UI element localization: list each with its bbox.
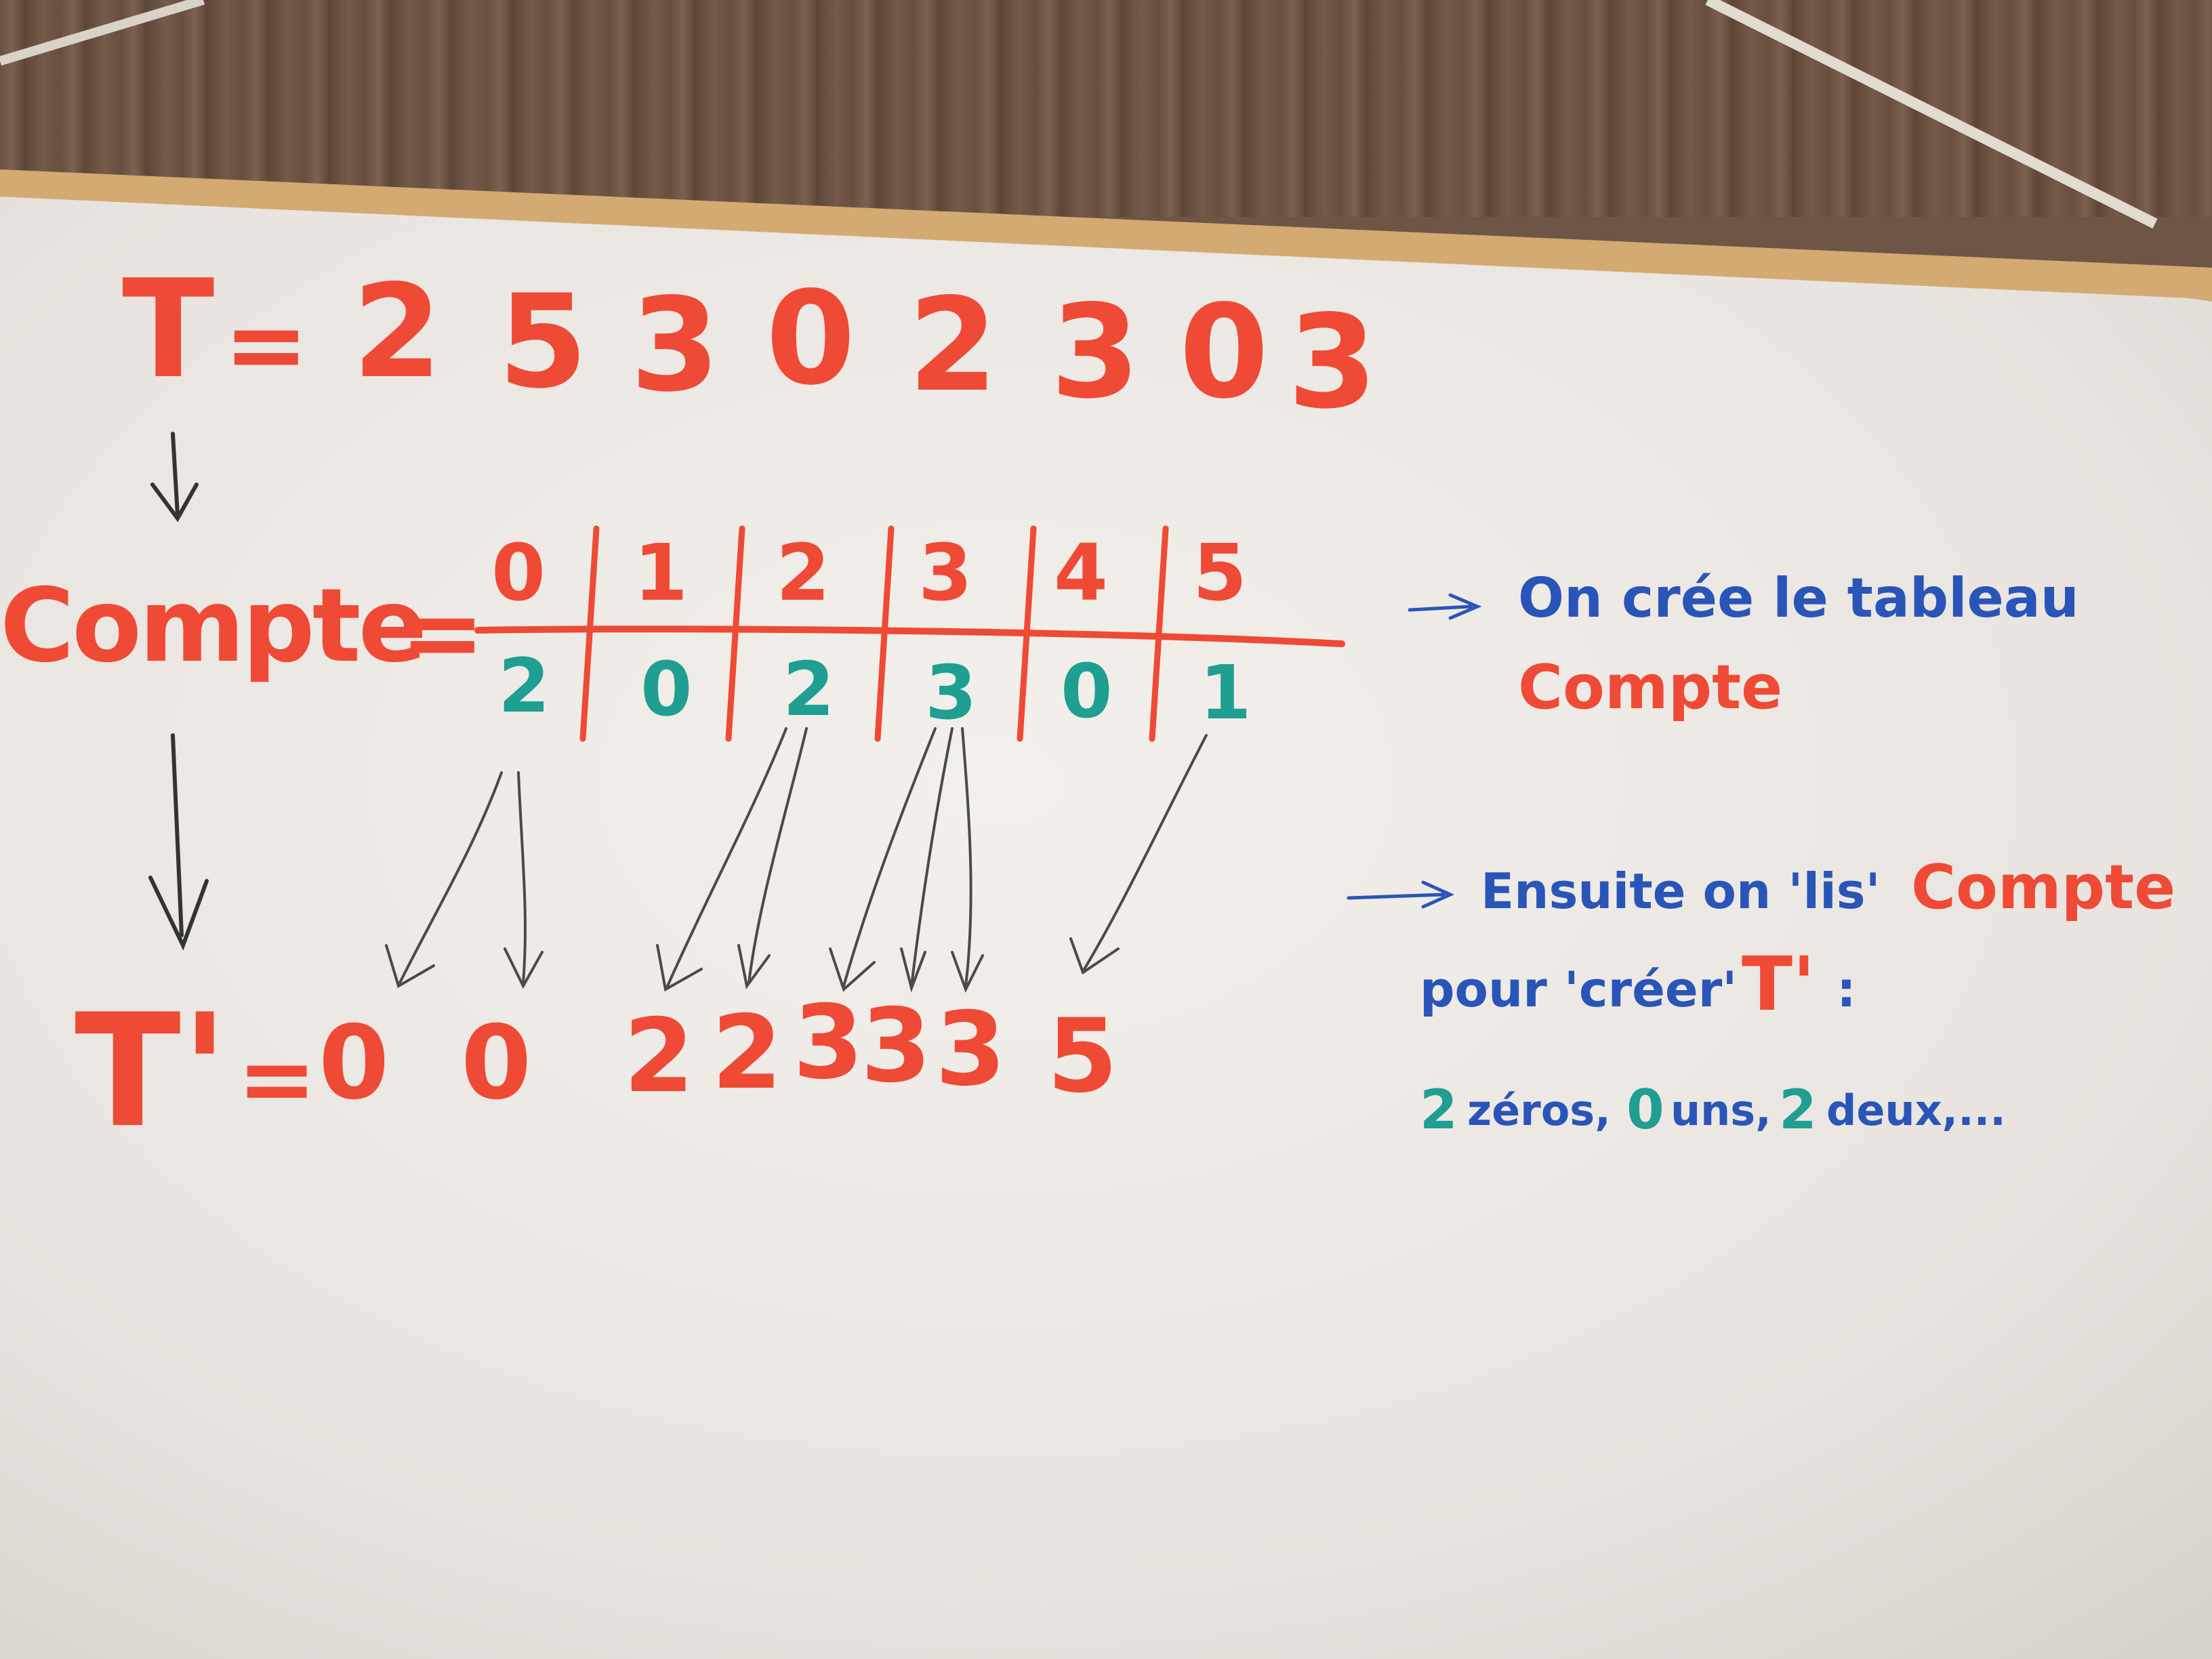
note-2-item-1-word: zéros,	[1467, 1086, 1611, 1135]
count-table-equals: =	[400, 574, 485, 692]
note-2-item-2-word: uns,	[1671, 1086, 1771, 1135]
table-index: 3	[918, 528, 972, 619]
output-digit: 0	[461, 1004, 531, 1122]
output-digit: 2	[623, 998, 694, 1115]
note-1: On crée le tableau Compte	[1408, 567, 2079, 723]
output-array-equals: =	[237, 1024, 316, 1134]
note-1-highlight: Compte	[1518, 652, 1782, 723]
note-2-line2-highlight: T'	[1742, 941, 1816, 1027]
note-2-item-3-word: deux,...	[1826, 1086, 2006, 1135]
table-divider	[874, 525, 895, 742]
note-2-item-2-count: 0	[1626, 1078, 1664, 1141]
output-digit: 3	[793, 984, 863, 1102]
note-2-arrow	[1347, 880, 1455, 909]
note-2-line2: pour 'créer'	[1420, 961, 1737, 1018]
hanging-rope-left	[0, 0, 205, 66]
table-count: 2	[783, 646, 835, 733]
note-2-line2-suffix: :	[1837, 961, 1856, 1018]
table-divider	[1149, 525, 1169, 742]
table-index: 2	[776, 528, 830, 619]
input-digit: 3	[1288, 287, 1377, 437]
table-divider	[579, 525, 600, 742]
output-digit: 2	[712, 994, 782, 1112]
note-2-item-3-count: 2	[1779, 1078, 1817, 1141]
note-2-line1: Ensuite on 'lis'	[1481, 863, 1881, 920]
down-arrow-2	[148, 733, 209, 951]
input-digit: 0	[766, 264, 855, 413]
table-count: 3	[925, 649, 977, 736]
note-1-arrow	[1408, 593, 1482, 620]
input-array-label: T	[122, 251, 214, 409]
input-digit: 2	[908, 270, 998, 420]
table-count: 0	[1061, 648, 1113, 735]
input-digit: 5	[498, 267, 588, 417]
table-index: 1	[634, 528, 688, 619]
note-2-line3: 2 zéros, 0 uns, 2 deux,...	[1420, 1078, 2006, 1141]
count-table-label: Compte	[0, 567, 424, 685]
table-count: 2	[498, 642, 550, 729]
down-arrow-1	[150, 432, 199, 523]
table-count: 1	[1200, 649, 1252, 736]
output-digit: 3	[861, 987, 931, 1105]
output-digit: 5	[1047, 998, 1118, 1115]
note-2-line1-highlight: Compte	[1911, 852, 2175, 923]
board-surface	[0, 197, 2212, 1659]
table-divider	[725, 525, 745, 742]
output-digit: 0	[319, 1004, 389, 1122]
table-divider	[1017, 525, 1037, 742]
input-digit: 3	[1050, 277, 1140, 427]
hanging-rope-right	[1705, 0, 2158, 229]
note-2: Ensuite on 'lis' Compte pour 'créer' T' …	[1347, 852, 2175, 1141]
note-1-text: On crée le tableau	[1518, 567, 2079, 630]
output-digit: 3	[935, 991, 1006, 1109]
input-digit: 2	[352, 257, 442, 407]
table-index: 5	[1193, 528, 1247, 619]
note-2-item-1-count: 2	[1420, 1078, 1458, 1141]
wooden-wall	[0, 0, 2212, 217]
count-table-horizontal-line	[474, 626, 1345, 647]
count-table-dividers	[579, 525, 1169, 742]
count-to-output-arrows	[385, 727, 1208, 994]
table-index: 0	[491, 528, 546, 619]
input-array-equals: =	[224, 286, 309, 404]
output-array-label: T'	[75, 981, 228, 1162]
table-count: 0	[640, 646, 693, 733]
input-digit: 0	[1179, 277, 1269, 427]
input-digit: 3	[630, 270, 720, 420]
table-index: 4	[1054, 528, 1108, 619]
